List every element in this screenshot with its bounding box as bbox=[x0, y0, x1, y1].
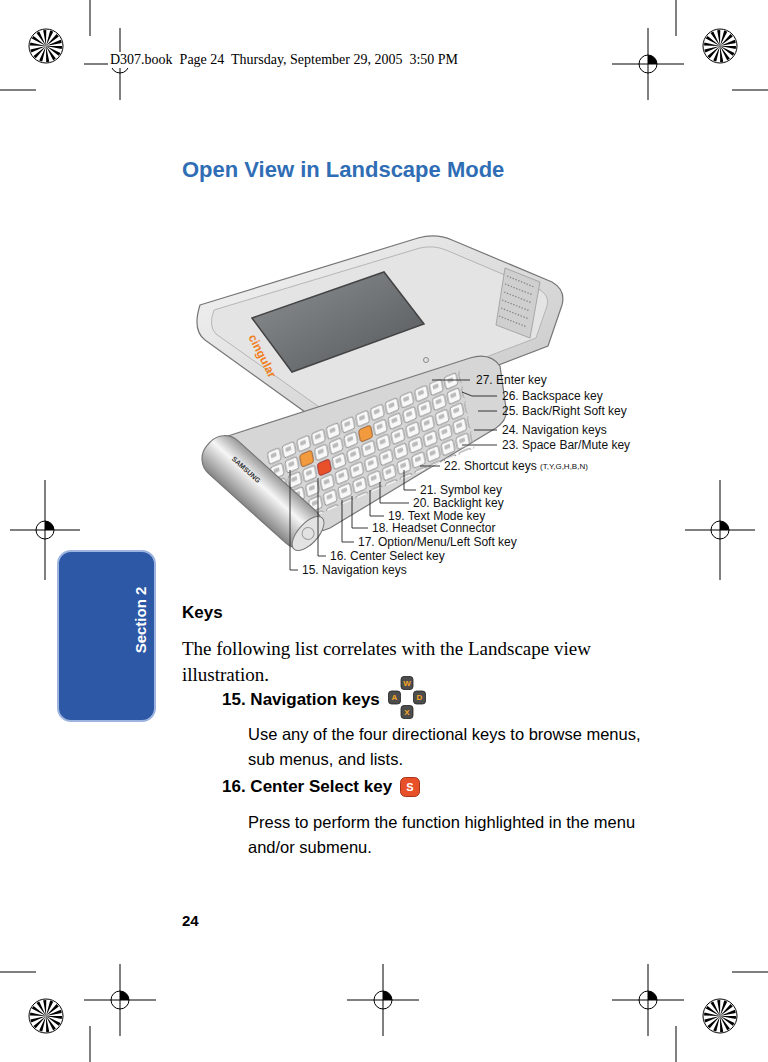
page-title: Open View in Landscape Mode bbox=[182, 157, 504, 183]
center-select-key-icon: S bbox=[400, 777, 420, 797]
page-number: 24 bbox=[182, 912, 199, 929]
item-heading: 16. Center Select key bbox=[222, 777, 392, 797]
callout-label: 27. Enter key bbox=[476, 373, 547, 387]
callout-label: 23. Space Bar/Mute key bbox=[502, 438, 630, 452]
navigation-key-icon: WADX bbox=[388, 676, 426, 719]
callout-label: 20. Backlight key bbox=[413, 496, 504, 510]
key-letter: W bbox=[401, 677, 413, 690]
callout-label: 19. Text Mode key bbox=[388, 509, 485, 523]
callout-label: 18. Headset Connector bbox=[372, 521, 495, 535]
section-tab-text: Section 2 bbox=[132, 587, 150, 654]
callout-label: 17. Option/Menu/Left Soft key bbox=[358, 535, 517, 549]
section-tab: Section 2 bbox=[57, 550, 156, 722]
callout-note: (T,Y,G,H,B,N) bbox=[540, 462, 588, 471]
key-letter: S bbox=[400, 777, 420, 797]
running-header: D307.book Page 24 Thursday, September 29… bbox=[108, 52, 460, 68]
callout-label: 25. Back/Right Soft key bbox=[502, 404, 627, 418]
item-description: Use any of the four directional keys to … bbox=[248, 722, 658, 772]
callout-label: 16. Center Select key bbox=[330, 549, 445, 563]
callout-label: 22. Shortcut keys bbox=[444, 459, 537, 473]
body-paragraph: The following list correlates with the L… bbox=[182, 636, 672, 688]
item-heading: 15. Navigation keys bbox=[222, 690, 380, 710]
callout-label: 26. Backspace key bbox=[502, 389, 603, 403]
callout-label: 15. Navigation keys bbox=[302, 563, 407, 577]
section-heading: Keys bbox=[182, 603, 223, 623]
item-description: Press to perform the function highlighte… bbox=[248, 810, 658, 860]
key-letter: X bbox=[401, 706, 413, 719]
callout-label: 21. Symbol key bbox=[420, 483, 502, 497]
callout-label: 24. Navigation keys bbox=[502, 423, 607, 437]
key-letter: A bbox=[389, 691, 401, 704]
key-letter: D bbox=[414, 691, 426, 704]
